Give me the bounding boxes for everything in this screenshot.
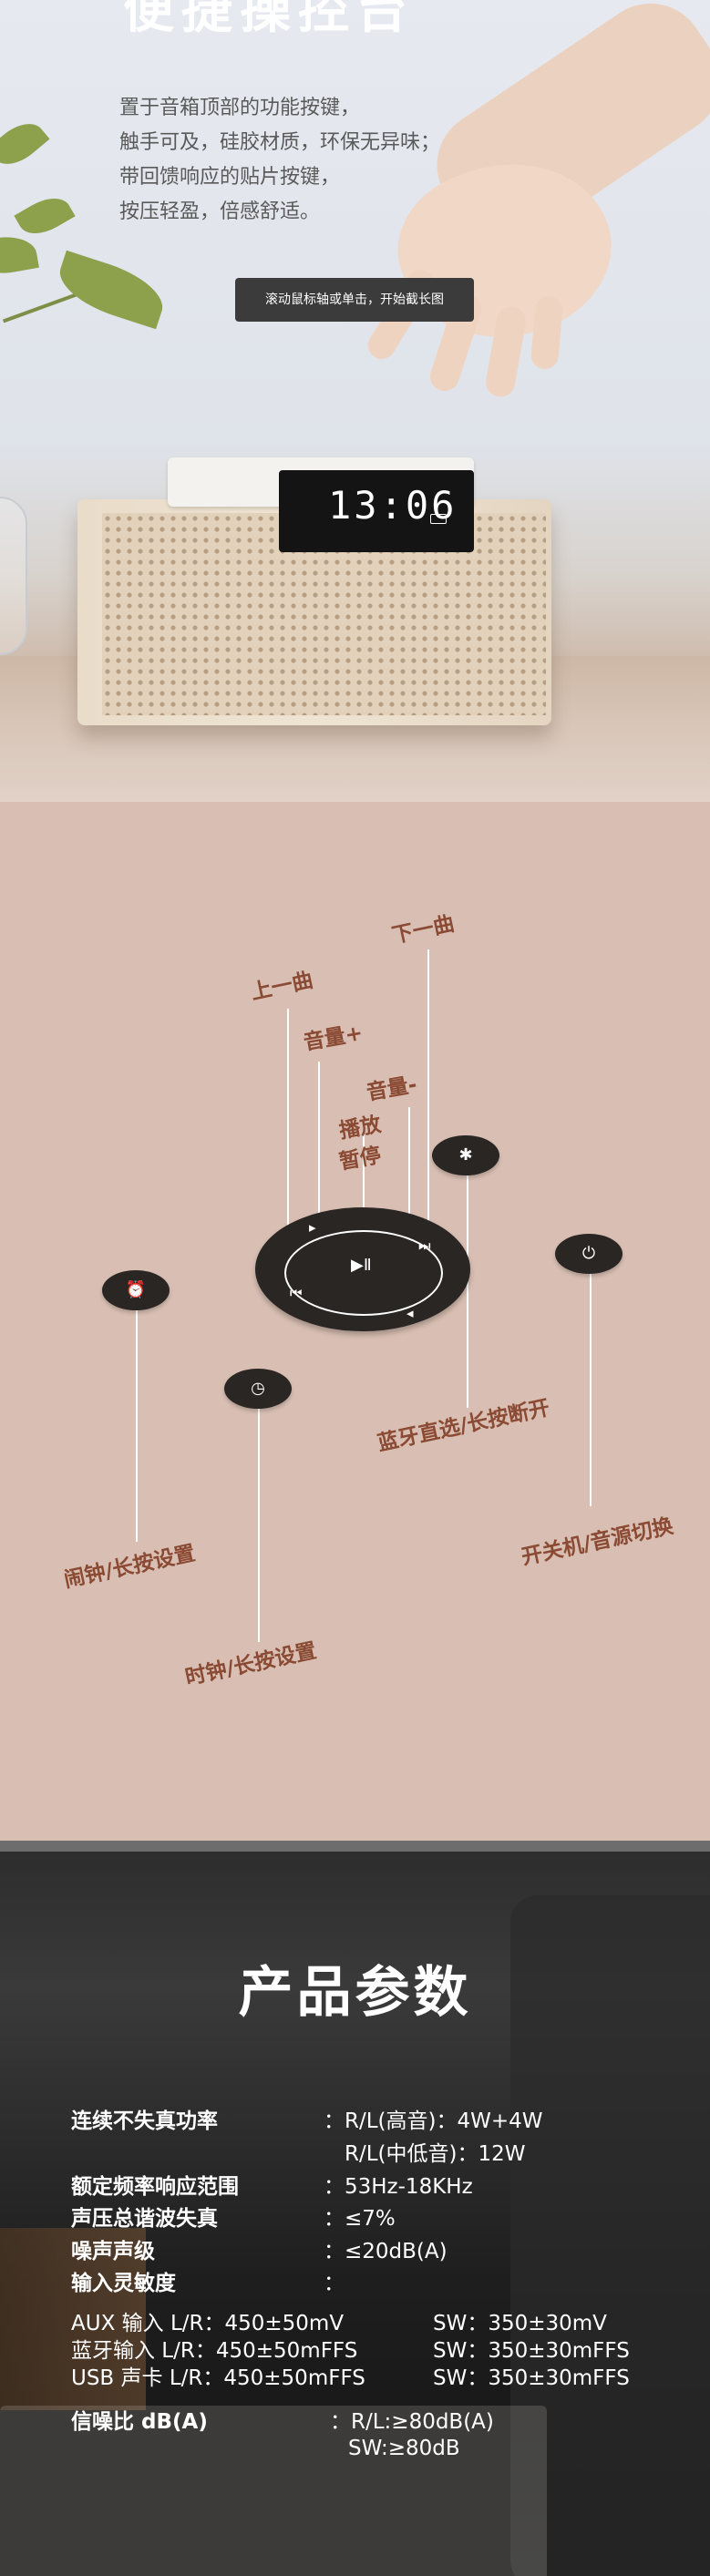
background-sofa	[510, 1895, 710, 2576]
spec-label: 声压总谐波失真	[71, 2207, 218, 2231]
desc-line: 带回馈响应的贴片按键，	[119, 166, 341, 189]
spec-value: ：53Hz-18KHz	[324, 2175, 473, 2199]
desc-line: 触手可及，硅胶材质，环保无异味；	[119, 131, 441, 154]
spec-value: R/L(中低音)：12W	[345, 2142, 526, 2166]
leader-line-next	[427, 949, 429, 1241]
sensitivity-row-right: SW：350±30mFFS	[433, 2339, 630, 2363]
clock-button[interactable]: ◷	[224, 1369, 292, 1409]
spec-label: 噪声声级	[71, 2240, 155, 2263]
bluetooth-button[interactable]: ✱	[432, 1135, 499, 1175]
prev-track-button[interactable]: ⏮	[290, 1285, 303, 1301]
spec-value-snr-sw: SW:≥80dB	[348, 2437, 460, 2460]
leader-line-bluetooth	[467, 1175, 468, 1408]
power-button[interactable]: ⏻	[555, 1234, 623, 1274]
hero-description: 置于音箱顶部的功能按键， 触手可及，硅胶材质，环保无异味； 带回馈响应的贴片按键…	[119, 91, 440, 230]
leader-line-vol-down	[408, 1107, 410, 1310]
hero-section: 13:06 便捷操控台 置于音箱顶部的功能按键， 触手可及，硅胶材质，环保无异味…	[0, 0, 710, 802]
spec-value: ：	[324, 2272, 345, 2295]
desc-line: 按压轻盈，倍感舒适。	[119, 200, 321, 223]
play-pause-button[interactable]: ▶Ⅱ	[351, 1256, 372, 1275]
next-track-button[interactable]: ⏭	[418, 1237, 431, 1254]
spec-value: ：R/L(高音)：4W+4W	[324, 2109, 543, 2133]
battery-icon	[430, 514, 447, 524]
leader-line-clock	[258, 1405, 260, 1642]
spec-value: ：≤20dB(A)	[324, 2240, 448, 2263]
sensitivity-row-left: AUX 输入 L/R：450±50mV	[71, 2312, 345, 2335]
background-speaker	[0, 2228, 146, 2410]
plant-leaf	[0, 113, 50, 175]
clock-display	[279, 470, 474, 552]
page-title: 便捷操控台	[123, 0, 415, 40]
leader-line-vol-up	[318, 1062, 320, 1223]
plant-leaf	[0, 231, 39, 279]
spec-label: 输入灵敏度	[71, 2272, 176, 2295]
spec-label: 额定频率响应范围	[71, 2175, 239, 2199]
sensitivity-row-right: SW：350±30mV	[433, 2312, 607, 2335]
control-ring	[284, 1230, 443, 1316]
alarm-button[interactable]: ⏰	[102, 1270, 170, 1310]
leader-line-play	[363, 1123, 365, 1259]
glass-vase	[0, 497, 27, 655]
spec-value: ：≤7%	[324, 2207, 396, 2231]
plant-leaf	[14, 189, 76, 243]
volume-down-button[interactable]: ◂	[406, 1305, 414, 1321]
background-table	[0, 2406, 547, 2576]
finger	[530, 294, 564, 371]
specs-title: 产品参数	[238, 1961, 472, 2025]
spec-label: 连续不失真功率	[71, 2109, 218, 2133]
spec-value-snr: ：R/L:≥80dB(A)	[330, 2410, 494, 2434]
desc-line: 置于音箱顶部的功能按键，	[119, 97, 361, 119]
section-divider	[0, 1841, 710, 1852]
specs-section	[0, 1841, 710, 2576]
spec-label-snr: 信噪比 dB(A)	[71, 2410, 208, 2434]
sensitivity-row-right: SW：350±30mFFS	[433, 2366, 630, 2390]
leader-line-prev	[287, 1009, 289, 1303]
leader-line-alarm	[136, 1305, 138, 1542]
volume-up-button[interactable]: ▸	[309, 1219, 316, 1236]
plant-leaf	[51, 250, 171, 330]
sensitivity-row-left: 蓝牙输入 L/R：450±50mFFS	[71, 2339, 358, 2363]
leader-line-power	[590, 1269, 592, 1506]
long-screenshot-tooltip[interactable]: 滚动鼠标轴或单击，开始截长图	[235, 278, 474, 322]
display-time: 13:06	[328, 483, 458, 528]
sensitivity-row-left: USB 声卡 L/R：450±50mFFS	[71, 2366, 365, 2390]
